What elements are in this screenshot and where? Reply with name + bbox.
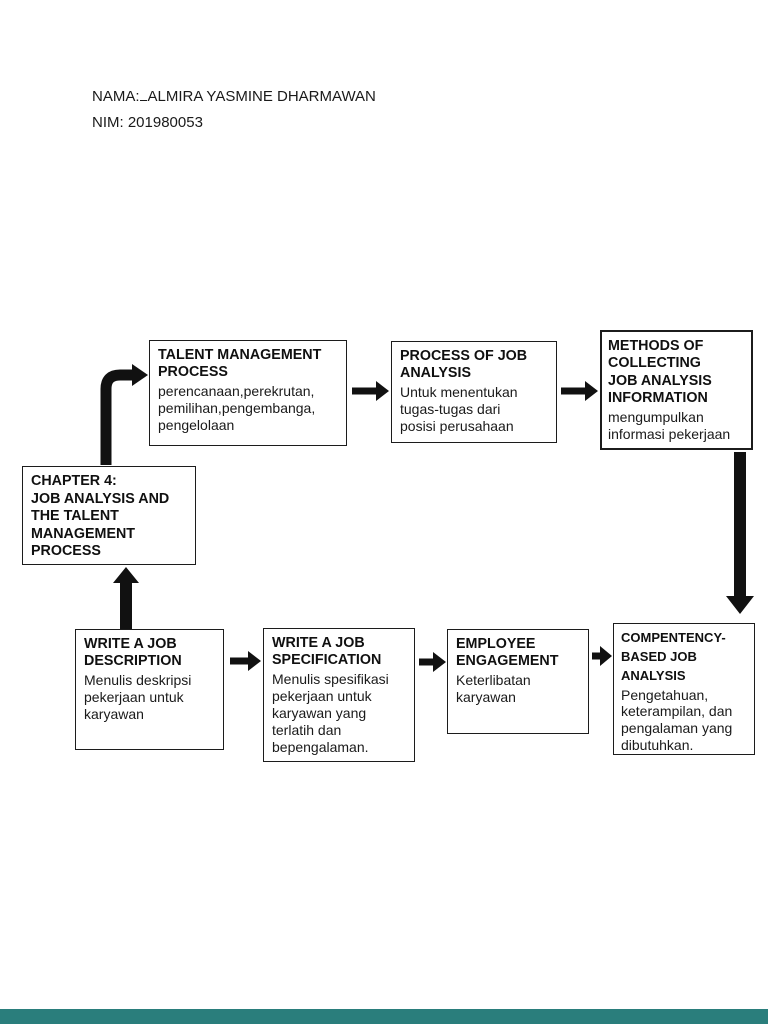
arrow-process-to-methods [561, 381, 598, 401]
student-name-line: NAMA: ALMIRA YASMINE DHARMAWAN [92, 84, 376, 110]
arrow-description-to-specification [230, 651, 261, 671]
node-title: METHODS OF COLLECTING JOB ANALYSIS INFOR… [608, 338, 712, 407]
node-employee-engagement: EMPLOYEE ENGAGEMENT Keterlibatan karyawa… [447, 629, 589, 734]
underlined-space [139, 86, 147, 101]
node-title: PROCESS OF JOB ANALYSIS [400, 348, 528, 382]
node-title: TALENT MANAGEMENT PROCESS [158, 347, 322, 381]
name-value: ALMIRA YASMINE DHARMAWAN [147, 88, 376, 105]
node-methods-of-collecting: METHODS OF COLLECTING JOB ANALYSIS INFOR… [600, 330, 753, 450]
student-nim-line: NIM: 201980053 [92, 114, 203, 131]
arrow-methods-to-competency [726, 452, 754, 614]
node-write-a-job-specification: WRITE A JOB SPECIFICATION Menulis spesif… [263, 628, 415, 762]
node-body: Menulis spesifikasi pekerjaan untuk kary… [272, 670, 389, 756]
footer-bar [0, 1009, 768, 1024]
node-write-a-job-description: WRITE A JOB DESCRIPTION Menulis deskrips… [75, 629, 224, 750]
arrow-specification-to-engagement [419, 652, 446, 672]
node-body: Untuk menentukan tugas-tugas dari posisi… [400, 383, 518, 435]
node-title: WRITE A JOB SPECIFICATION [272, 635, 382, 669]
node-chapter-4: CHAPTER 4: JOB ANALYSIS AND THE TALENT M… [22, 466, 196, 565]
node-body: perencanaan,perekrutan, pemilihan,pengem… [158, 382, 316, 434]
node-process-of-job-analysis: PROCESS OF JOB ANALYSIS Untuk menentukan… [391, 341, 557, 443]
node-body: Menulis deskripsi pekerjaan untuk karyaw… [84, 671, 192, 723]
node-body: Pengetahuan, keterampilan, dan pengalama… [621, 686, 733, 753]
arrow-chapter-to-talent [100, 364, 148, 465]
node-title: CHAPTER 4: JOB ANALYSIS AND THE TALENT M… [31, 473, 170, 560]
arrow-talent-to-process [352, 381, 389, 401]
arrow-description-to-chapter [113, 567, 139, 629]
node-title: EMPLOYEE ENGAGEMENT [456, 636, 559, 670]
student-header: NAMA: ALMIRA YASMINE DHARMAWAN NIM: 20198… [92, 84, 376, 136]
node-body: Keterlibatan karyawan [456, 671, 531, 705]
node-body: mengumpulkan informasi pekerjaan [608, 408, 731, 442]
node-title: WRITE A JOB DESCRIPTION [84, 636, 182, 670]
name-label: NAMA: [92, 88, 140, 105]
node-competency-based-job-analysis: COMPENTENCY- BASED JOB ANALYSIS Pengetah… [613, 623, 755, 755]
node-talent-management-process: TALENT MANAGEMENT PROCESS perencanaan,pe… [149, 340, 347, 446]
arrow-engagement-to-competency [592, 646, 612, 666]
node-title: COMPENTENCY- BASED JOB ANALYSIS [621, 630, 726, 683]
